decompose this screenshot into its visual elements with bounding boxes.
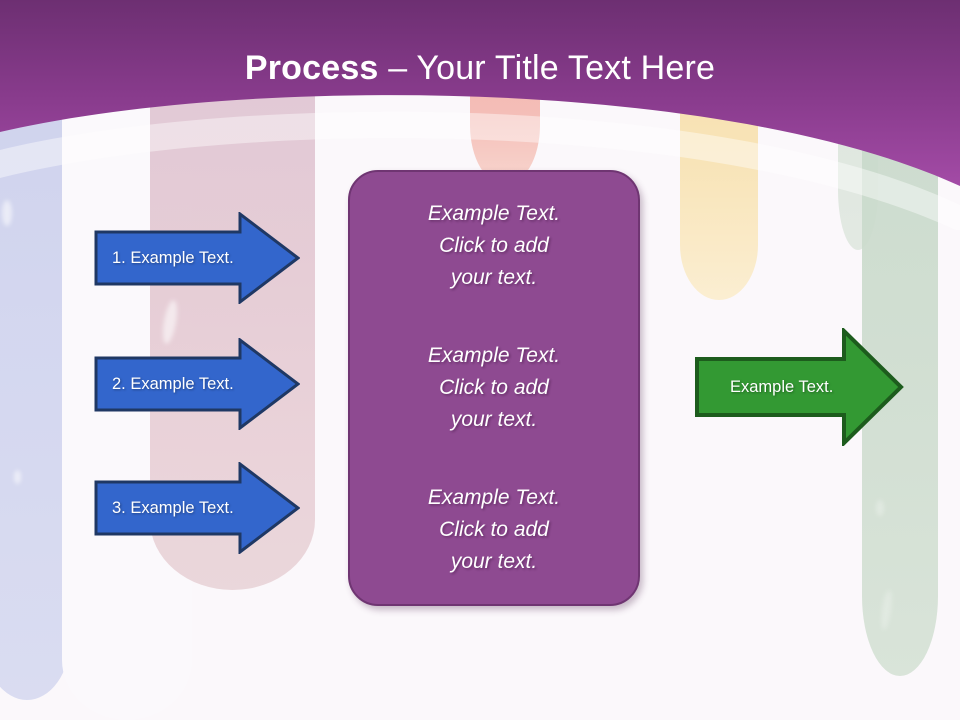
blue-drip-gloss-2 <box>14 470 21 484</box>
blue-drip-gloss <box>2 200 12 226</box>
result-arrow[interactable]: Example Text. <box>694 326 904 448</box>
yellow-drip-decoration <box>680 0 758 300</box>
step-arrow-2[interactable]: 2. Example Text. <box>94 336 301 432</box>
step-arrow-3[interactable]: 3. Example Text. <box>94 460 301 556</box>
center-box-paragraph-2: Example Text. Click to add your text. <box>427 344 561 431</box>
rose-drip-decoration <box>470 0 540 185</box>
center-content-box[interactable]: Example Text. Click to add your text. Ex… <box>348 170 640 606</box>
yellow-drip-stem <box>680 0 758 300</box>
blue-drip-decoration <box>0 0 70 700</box>
green-drip-gloss <box>876 500 884 516</box>
center-box-paragraph-1: Example Text. Click to add your text. <box>427 202 561 289</box>
step-arrow-1[interactable]: 1. Example Text. <box>94 210 301 306</box>
blue-drip-stem <box>0 0 70 700</box>
center-box-paragraph-3: Example Text. Click to add your text. <box>427 486 561 573</box>
rose-drip-stem <box>470 0 540 185</box>
